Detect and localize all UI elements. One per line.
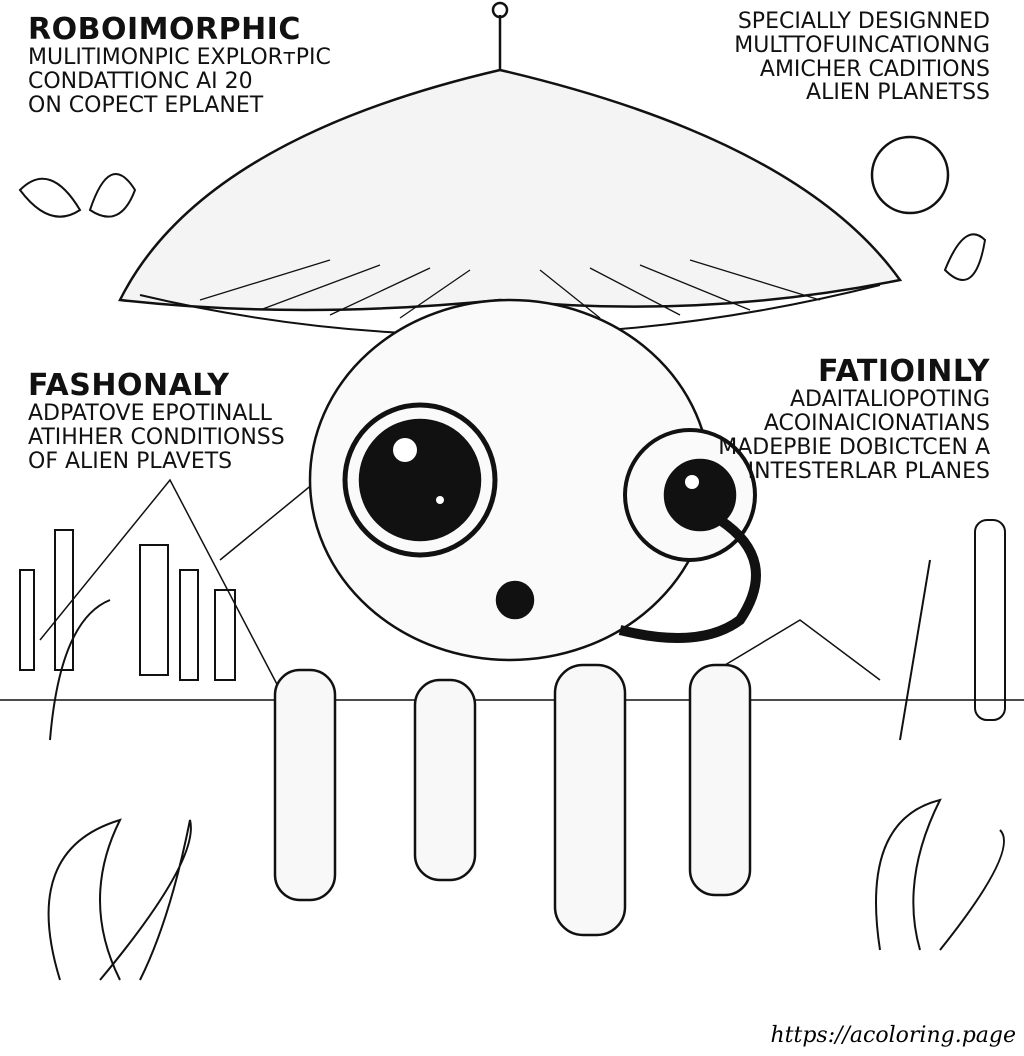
arm-hose	[618, 515, 761, 643]
line: AMICHER CADITIONS	[759, 56, 990, 82]
line: MULTTOFUINCATIONNG	[734, 32, 990, 58]
city-towers	[19, 529, 236, 681]
line: ACOINAICIONATIANS	[763, 411, 990, 437]
line: ATIHHER CONDITIONSS	[28, 425, 285, 451]
heading: FASHONALY	[28, 368, 230, 403]
text-block-top-left: ROBOIMORPHIC MULITIMONPIC EXPLORтPIC CON…	[28, 12, 331, 118]
line: ON COPECT EPLANET	[28, 92, 264, 118]
cap-gills	[199, 259, 821, 319]
robot-legs	[273, 663, 752, 937]
watermark: https://acoloring.page	[770, 1023, 1016, 1048]
main-eye	[342, 402, 498, 558]
text-block-mid-right: FATIOINLY ADAITALIOPOTING ACOINAICIONATI…	[718, 354, 990, 484]
heading: ROBOIMORPHIC	[28, 12, 301, 47]
lens	[495, 580, 535, 620]
mushroom-cap	[118, 68, 903, 312]
text-block-top-right: SPECIALLY DESIGNNED MULTTOFUINCATIONNG A…	[734, 10, 990, 105]
line: MADEPBIE DOBICTCEN A	[718, 434, 990, 460]
plants	[18, 173, 1006, 981]
line: ADAITALIOPOTING	[790, 387, 990, 413]
line: INTESTERLAR PLANES	[747, 458, 990, 484]
line: ADPATOVE EPOTINALL	[28, 401, 272, 427]
line: CONDATTIONC AI 20	[28, 69, 253, 95]
line: OF ALIEN PLAVETS	[28, 448, 233, 474]
planet	[870, 135, 950, 215]
line: SPECIALLY DESIGNNED	[737, 9, 990, 34]
heading: FATIOINLY	[817, 354, 990, 389]
line: ALIEN PLANETSS	[806, 80, 990, 106]
line: MULITIMONPIC EXPLORтPIC	[28, 45, 331, 71]
text-block-mid-left: FASHONALY ADPATOVE EPOTINALL ATIHHER CON…	[28, 368, 285, 474]
